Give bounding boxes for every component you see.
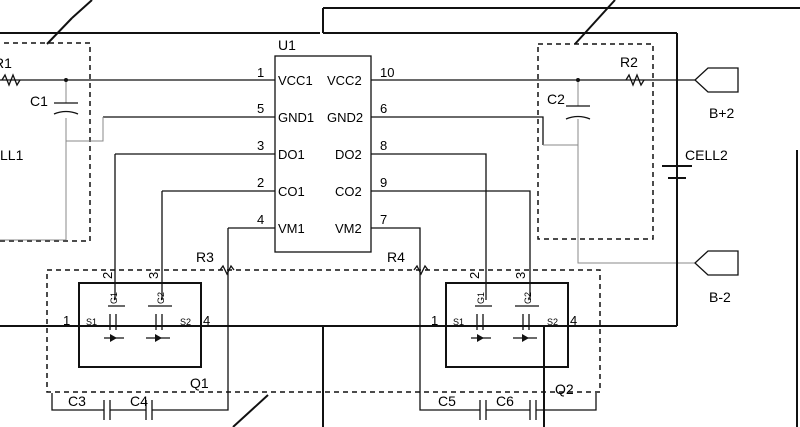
c6-capacitor — [529, 400, 537, 420]
c3-label: C3 — [68, 393, 86, 409]
pin-9-number: 9 — [380, 175, 387, 190]
q1-body — [78, 282, 202, 368]
pin-3-name: DO1 — [278, 147, 305, 162]
c2-junction — [576, 78, 580, 82]
q2-g2-text: G2 — [523, 292, 533, 304]
bminus-connector — [694, 250, 739, 276]
mosfet-q1: 2 3 G1 G2 1 S1 4 S2 — [63, 272, 210, 368]
q2-channels — [476, 314, 530, 330]
q2-body — [445, 282, 569, 368]
q2-s2-text: S2 — [547, 317, 558, 327]
c1-junction — [64, 78, 68, 82]
q2-diode-2 — [522, 334, 529, 342]
q2-s2-num: 4 — [570, 313, 577, 328]
pin-7-wire — [371, 227, 421, 270]
r1-label: R1 — [0, 55, 12, 71]
q2-s1-text: S1 — [453, 317, 464, 327]
diag-bottom — [232, 394, 269, 427]
pin-10-number: 10 — [380, 65, 394, 80]
c4-label: C4 — [130, 393, 148, 409]
pin-1-name: VCC1 — [278, 73, 313, 88]
q1-g1-text: G1 — [109, 292, 119, 304]
bplus-label: B+2 — [709, 105, 735, 121]
bplus-connector — [694, 67, 739, 93]
q2-diode-1 — [477, 334, 484, 342]
q2-s1-num: 1 — [431, 313, 438, 328]
pin-10-name: VCC2 — [327, 73, 362, 88]
q1-dashed-box — [46, 269, 601, 393]
r3-label: R3 — [196, 249, 214, 265]
pin-6-name: GND2 — [327, 110, 363, 125]
q1-s1-text: S1 — [86, 317, 97, 327]
c5-label: C5 — [438, 393, 456, 409]
r1-resistor — [1, 73, 21, 87]
pin-8-name: DO2 — [335, 147, 362, 162]
pin-6-wire — [371, 116, 544, 145]
q1-s2-text: S2 — [180, 317, 191, 327]
q1-g2-text: G2 — [156, 292, 166, 304]
pin-4-name: VM1 — [278, 221, 305, 236]
q1-diode-2 — [155, 334, 162, 342]
r2-label: R2 — [620, 54, 638, 70]
r3-resistor — [219, 264, 235, 276]
pin-7-number: 7 — [380, 212, 387, 227]
q1-channels — [109, 314, 163, 330]
cell2-label: CELL2 — [685, 147, 728, 163]
bottom-cap-wire-left — [51, 393, 229, 411]
c1-label: C1 — [30, 93, 48, 109]
q2-g2-num: 3 — [513, 272, 528, 279]
cell2-dashed-box — [537, 43, 654, 240]
q2-g1-num: 2 — [467, 272, 482, 279]
c1-capacitor — [53, 102, 79, 115]
pin-6-number: 6 — [380, 101, 387, 116]
c2-lead — [577, 80, 695, 264]
bminus-label: B-2 — [709, 289, 731, 305]
q2-label: Q2 — [555, 381, 574, 397]
pin-2-name: CO1 — [278, 184, 305, 199]
diag-top-mid — [46, 17, 73, 45]
c5-capacitor — [479, 400, 487, 420]
c6-label: C6 — [496, 393, 514, 409]
ic-ref-label: U1 — [278, 37, 296, 53]
pin-3-number: 3 — [257, 138, 264, 153]
c4-capacitor — [145, 400, 153, 420]
gnd1-lead — [66, 117, 104, 142]
c2-capacitor — [565, 105, 591, 120]
r4-resistor — [413, 264, 429, 276]
q1-g2-num: 3 — [146, 272, 161, 279]
pin-4-number: 4 — [257, 212, 264, 227]
q1-label: Q1 — [190, 375, 209, 391]
pin-8-number: 8 — [380, 138, 387, 153]
q1-diode-1 — [110, 334, 117, 342]
diag-top-right — [574, 0, 616, 45]
q1-s2-num: 4 — [203, 313, 210, 328]
co2-gate-wire — [437, 190, 531, 300]
mosfet-q2: 2 3 G1 G2 1 S1 4 S2 — [431, 272, 577, 368]
pin-9-name: CO2 — [335, 184, 362, 199]
pin-1-number: 1 — [257, 65, 264, 80]
pin-5-name: GND1 — [278, 110, 314, 125]
cell1-dashed-box — [0, 42, 91, 242]
pin-8-wire — [371, 153, 487, 300]
bottom-cap-wire-right — [419, 393, 597, 411]
c3-capacitor — [103, 400, 111, 420]
pin-7-name: VM2 — [335, 221, 362, 236]
q1-s1-num: 1 — [63, 313, 70, 328]
c2-label: C2 — [547, 91, 565, 107]
diag-top-left — [71, 0, 93, 19]
r4-label: R4 — [387, 249, 405, 265]
pin-5-number: 5 — [257, 101, 264, 116]
r2-resistor — [625, 73, 645, 87]
q2-g1-text: G1 — [476, 292, 486, 304]
pin-2-number: 2 — [257, 175, 264, 190]
cell1-label: LL1 — [0, 147, 24, 163]
q1-g1-num: 2 — [100, 272, 115, 279]
